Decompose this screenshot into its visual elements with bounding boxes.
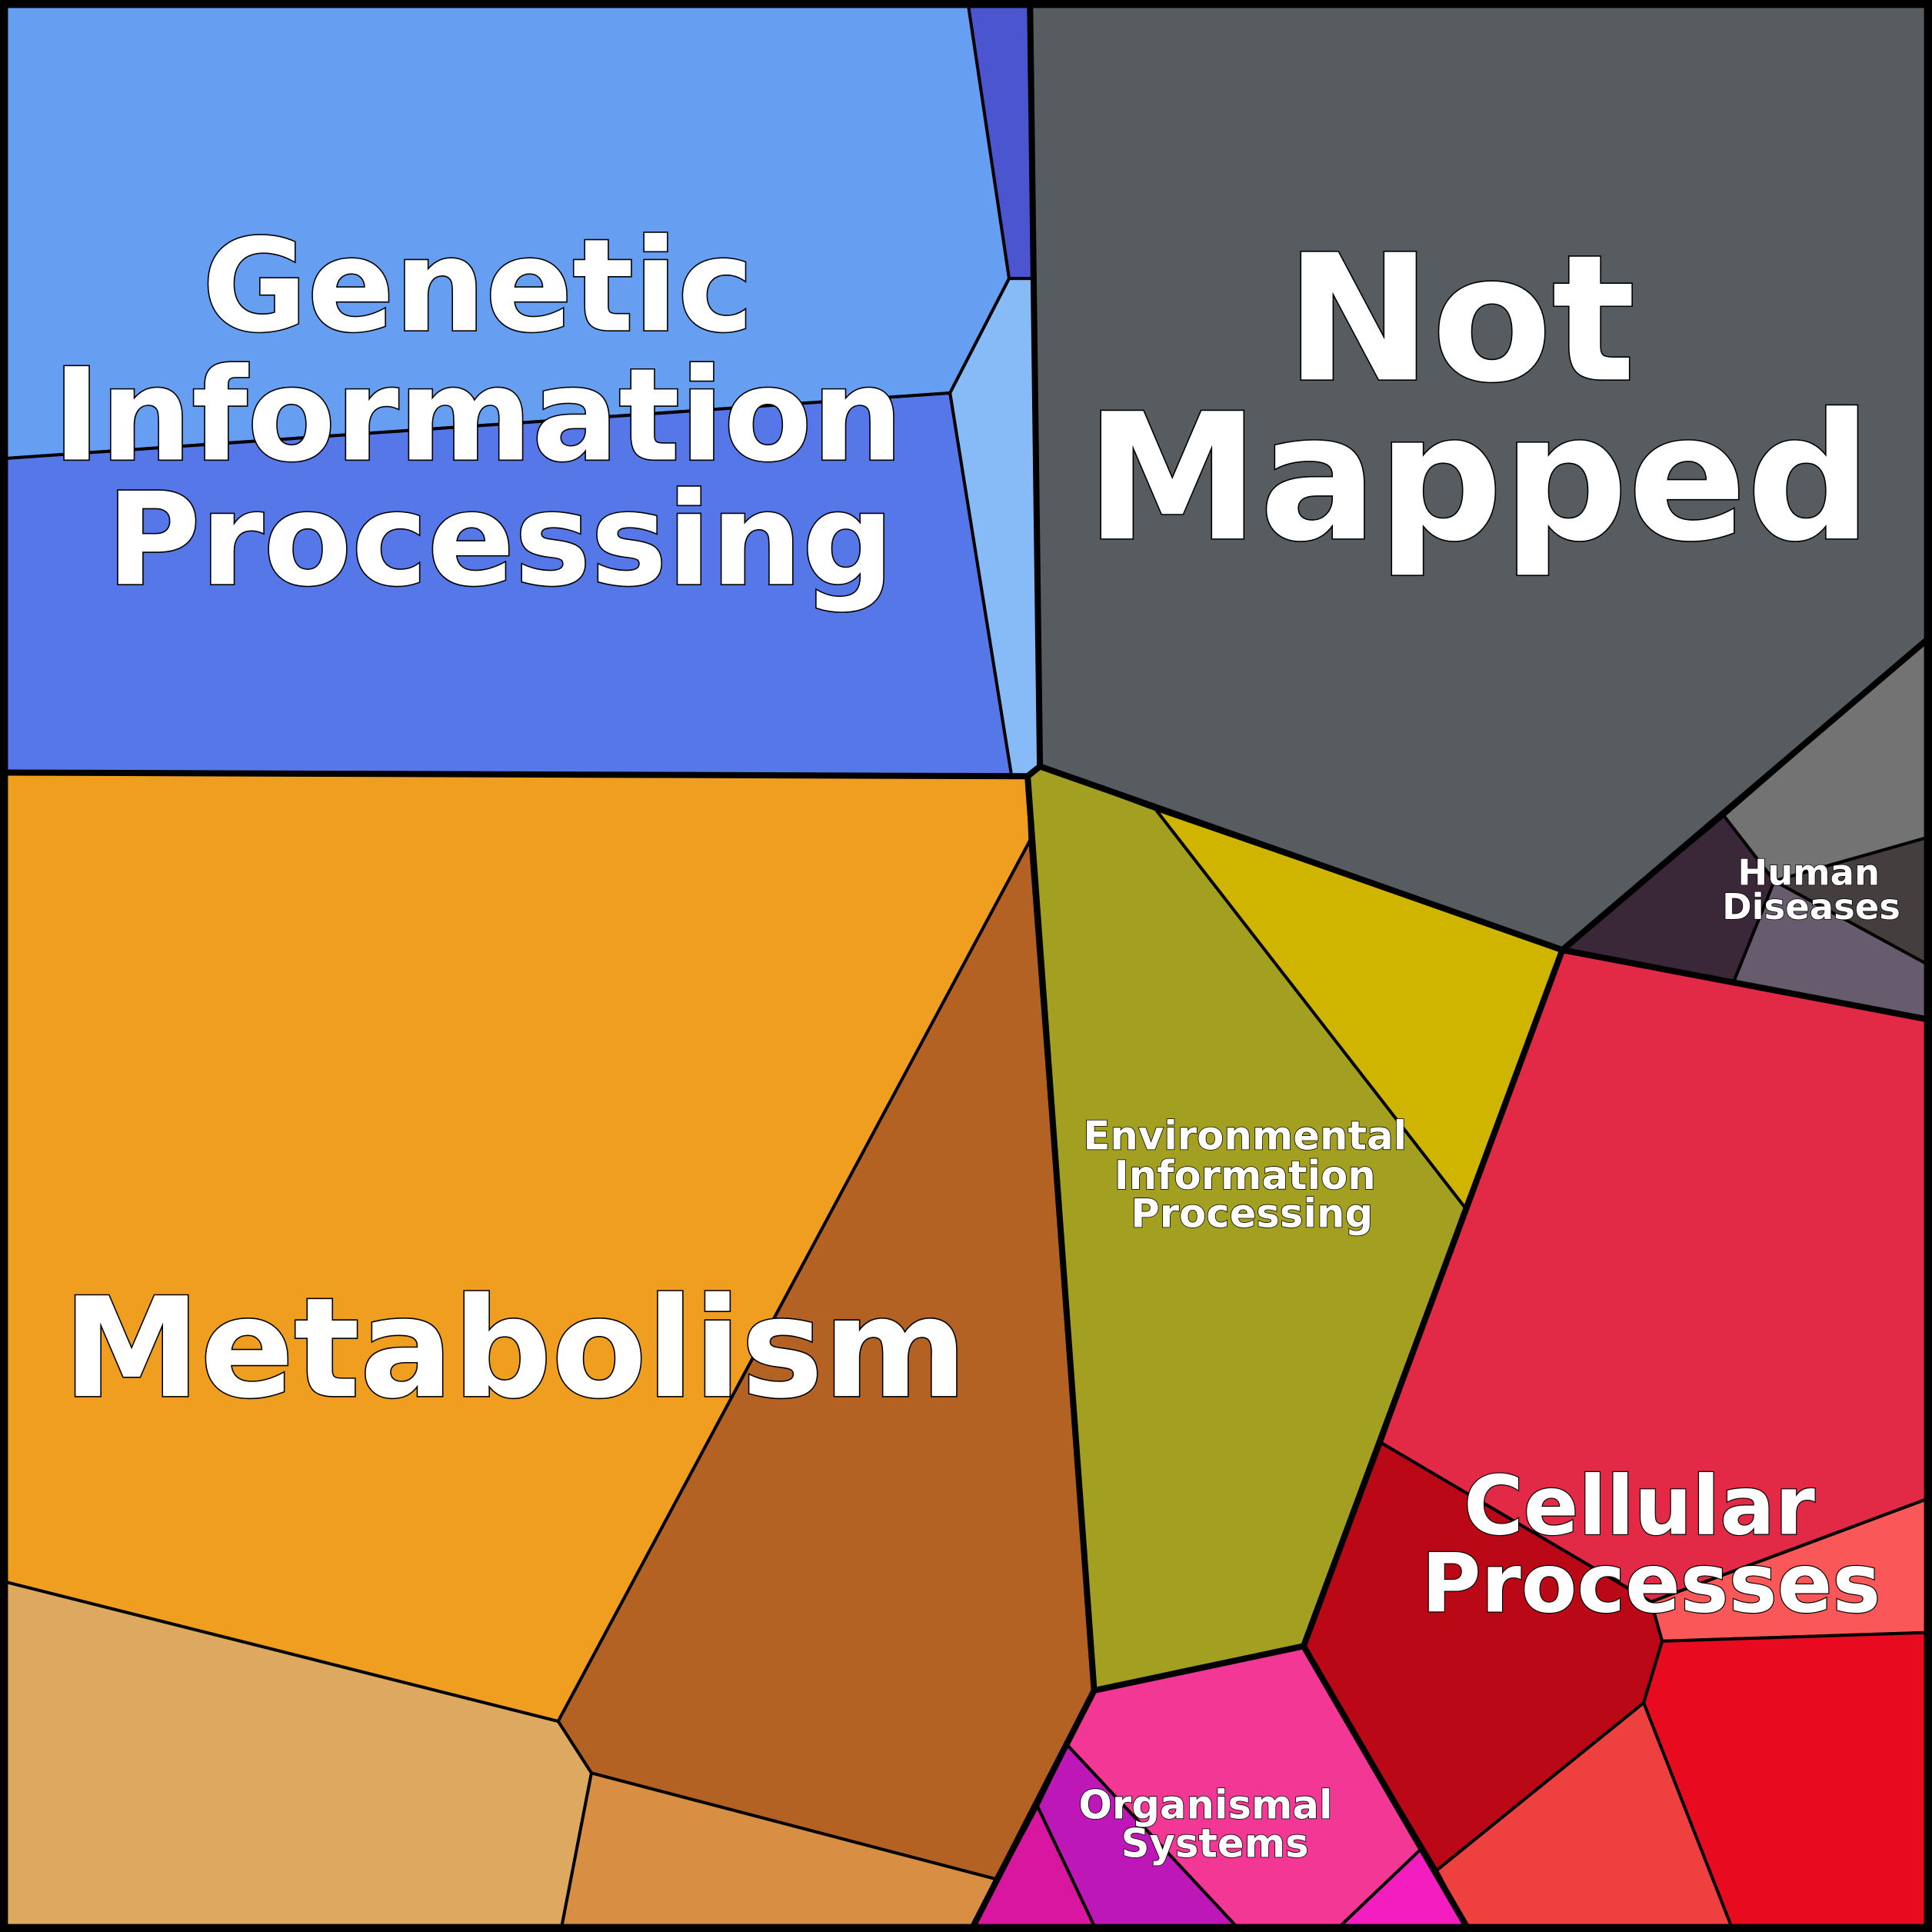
label-environmental-information-processing: Environmental Information Processing bbox=[1083, 1114, 1421, 1237]
label-organismal-systems: Organismal Systems bbox=[1078, 1783, 1346, 1867]
label-not-mapped: Not Mapped bbox=[1085, 217, 1872, 580]
category-border-5 bbox=[1301, 1644, 1469, 1928]
label-metabolism: Metabolism bbox=[63, 1268, 967, 1429]
label-genetic-information-processing: Genetic Information Processing bbox=[53, 212, 948, 615]
category-border-3 bbox=[1561, 947, 1927, 1022]
label-cellular-processes: Cellular Processes bbox=[1421, 1459, 1880, 1631]
label-human-diseases: Human Diseases bbox=[1722, 851, 1900, 928]
category-border-0 bbox=[5, 5, 1044, 780]
category-border-4 bbox=[1093, 948, 1566, 1694]
